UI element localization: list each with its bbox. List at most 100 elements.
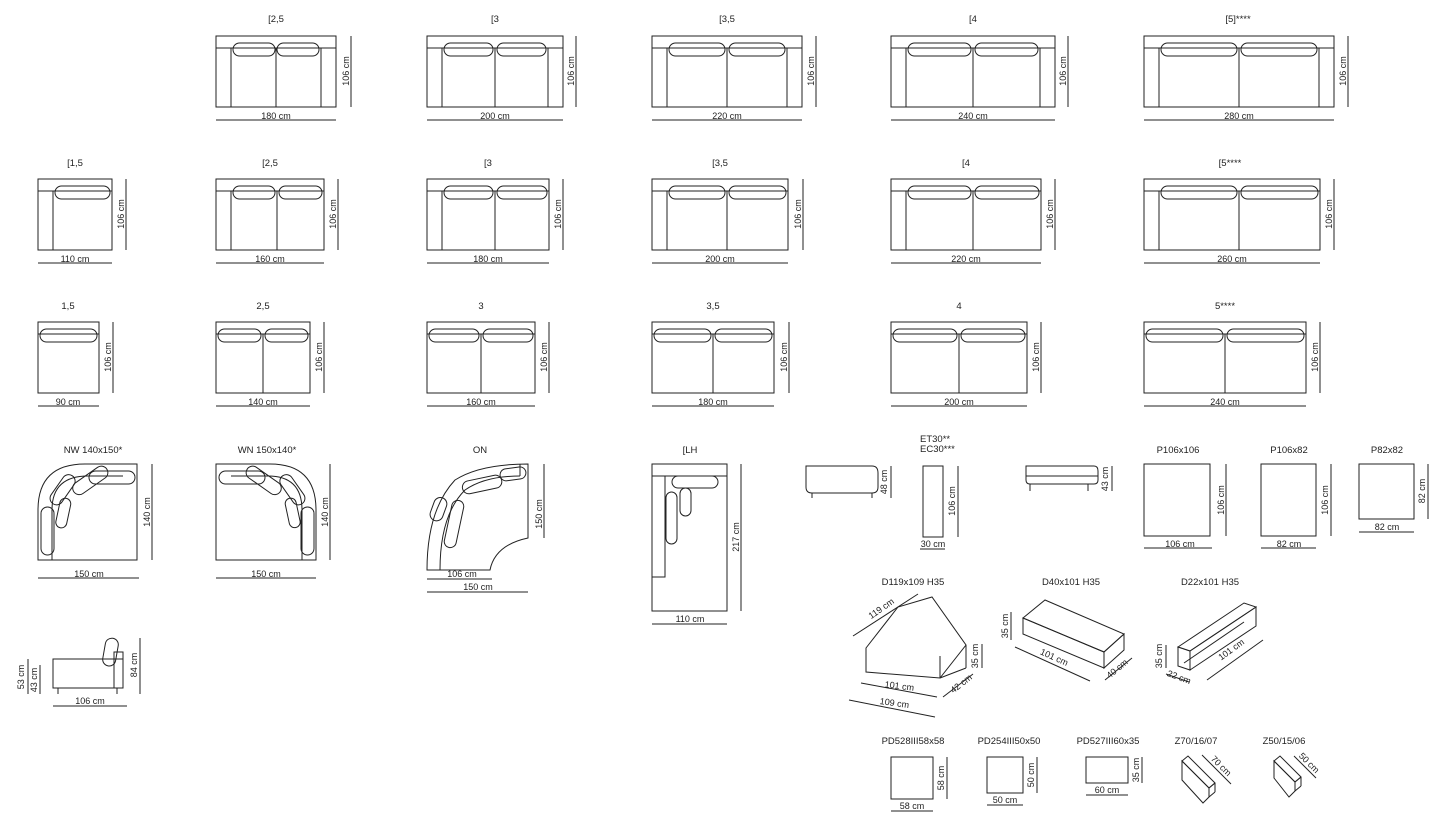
- sofa-module-3: [3 200 cm 106 cm: [426, 14, 577, 121]
- module-label: [5****: [1219, 158, 1242, 169]
- height-dimension: 43 cm: [1100, 467, 1110, 492]
- sofa-module-3-5: [3,5 220 cm 106 cm: [651, 14, 817, 121]
- sofa-module-2-5: [2,5 180 cm 106 cm: [215, 14, 352, 121]
- sofa-module-3-5-armless: 3,5 180 cm 106 cm: [651, 301, 790, 407]
- cube-pd527: PD527III60x35 60 cm 35 cm: [1077, 736, 1143, 796]
- width-dimension: 82 cm: [1277, 539, 1302, 549]
- ottoman-element: 43 cm: [1025, 465, 1113, 492]
- table-d22x101: D22x101 H35 22 cm 101 cm 35 cm: [1154, 577, 1264, 686]
- depth-dimension: 106 cm: [1324, 199, 1334, 229]
- corner-module-wn: WN 150x140* 150 cm 140 cm: [215, 445, 331, 579]
- module-label: Z70/16/07: [1175, 736, 1218, 747]
- width-dimension: 106 cm: [1165, 539, 1195, 549]
- height-dimension: 50 cm: [1026, 763, 1036, 788]
- depth-dimension: 82 cm: [1417, 479, 1427, 504]
- height-dimension: 58 cm: [936, 766, 946, 791]
- sofa-module-5-armless: 5**** 240 cm 106 cm: [1143, 301, 1321, 407]
- depth-dimension: 106 cm: [947, 486, 957, 516]
- width-dimension: 160 cm: [466, 397, 496, 407]
- table-d119x109: D119x109 H35 119 cm 101 cm 109 cm 42 cm …: [848, 577, 983, 718]
- module-label: D22x101 H35: [1181, 577, 1239, 588]
- width-dimension: 30 cm: [921, 539, 946, 549]
- width-dimension: 180 cm: [473, 254, 503, 264]
- depth-dimension: 106 cm: [779, 342, 789, 372]
- width-dimension: 200 cm: [480, 111, 510, 121]
- depth-dimension: 106 cm: [1216, 485, 1226, 515]
- module-label: P106x106: [1157, 445, 1200, 456]
- z-element-50: Z50/15/06 50 cm: [1263, 736, 1321, 798]
- width-dimension: 40 cm: [1104, 657, 1129, 680]
- depth-dimension: 106 cm: [793, 199, 803, 229]
- width-dimension: 200 cm: [705, 254, 735, 264]
- module-label: PD527III60x35: [1077, 736, 1140, 747]
- width-dimension: 150 cm: [251, 569, 281, 579]
- width-dimension: 58 cm: [900, 801, 925, 811]
- width-dimension: 240 cm: [958, 111, 988, 121]
- module-label: [3: [484, 158, 492, 169]
- module-label: PD254III50x50: [978, 736, 1041, 747]
- cube-pd528: PD528III58x58 58 cm 58 cm: [882, 736, 948, 812]
- width-dimension: 200 cm: [944, 397, 974, 407]
- module-label: [3: [491, 14, 499, 25]
- dimension-109: 109 cm: [879, 696, 910, 710]
- module-label: [2,5: [262, 158, 278, 169]
- sofa-module-4: [4 240 cm 106 cm: [890, 14, 1069, 121]
- depth-dimension: 106 cm: [1045, 199, 1055, 229]
- width-dimension: 50 cm: [993, 795, 1018, 805]
- sofa-module-1-5-armless: 1,5 90 cm 106 cm: [37, 301, 114, 407]
- width-dimension: 150 cm: [463, 582, 493, 592]
- depth-dimension: 140 cm: [320, 497, 330, 527]
- chaise-module-lh: [LH 110 cm 217 cm: [651, 445, 742, 625]
- module-label: D40x101 H35: [1042, 577, 1100, 588]
- width-dimension: 110 cm: [61, 254, 90, 264]
- module-label: [2,5: [268, 14, 284, 25]
- width-dimension: 180 cm: [261, 111, 291, 121]
- depth-dimension: 106 cm: [566, 56, 576, 86]
- module-label: P106x82: [1270, 445, 1308, 456]
- depth-dimension: 106 cm: [1310, 342, 1320, 372]
- sofa-module-3-5-left-arm: [3,5 200 cm 106 cm: [651, 158, 804, 264]
- module-label: 5****: [1215, 301, 1235, 312]
- module-label: P82x82: [1371, 445, 1403, 456]
- sofa-module-3-left-arm: [3 180 cm 106 cm: [426, 158, 564, 264]
- height-dimension: 35 cm: [1000, 614, 1010, 639]
- module-label: 2,5: [256, 301, 269, 312]
- module-label: PD528III58x58: [882, 736, 945, 747]
- sofa-module-4-left-arm: [4 220 cm 106 cm: [890, 158, 1056, 264]
- module-label: [4: [962, 158, 970, 169]
- inner-dimension: 106 cm: [447, 569, 477, 579]
- width-dimension: 140 cm: [248, 397, 278, 407]
- depth-dimension: 217 cm: [731, 522, 741, 552]
- corner-module-nw: NW 140x150* 150 cm 140 cm: [37, 445, 153, 579]
- cube-pd254: PD254III50x50 50 cm 50 cm: [978, 736, 1041, 806]
- depth-dimension: 150 cm: [534, 499, 544, 529]
- sofa-module-5-left-arm: [5**** 260 cm 106 cm: [1143, 158, 1335, 264]
- depth-dimension: 106 cm: [116, 199, 126, 229]
- height-dimension: 48 cm: [879, 470, 889, 495]
- module-label: [3,5: [712, 158, 728, 169]
- seat-height-dimension: 43 cm: [29, 668, 39, 693]
- corner-module-on: ON 106 cm 150 cm 150 cm: [426, 445, 545, 593]
- depth-dimension: 106 cm: [328, 199, 338, 229]
- z-element-70: Z70/16/07 70 cm: [1175, 736, 1233, 804]
- overall-height-dimension: 84 cm: [129, 653, 139, 678]
- ec-label: EC30***: [920, 444, 955, 455]
- depth-dimension: 106 cm: [103, 342, 113, 372]
- pouf-106x106: P106x106 106 cm 106 cm: [1143, 445, 1227, 549]
- width-dimension: 150 cm: [74, 569, 104, 579]
- module-label: 1,5: [61, 301, 74, 312]
- height-dimension: 35 cm: [1131, 758, 1141, 783]
- depth-dimension: 106 cm: [539, 342, 549, 372]
- sofa-side-view: 106 cm 53 cm 43 cm 84 cm: [16, 637, 141, 707]
- width-dimension: 240 cm: [1210, 397, 1240, 407]
- width-dimension: 280 cm: [1224, 111, 1254, 121]
- module-label: [4: [969, 14, 977, 25]
- et-label: ET30**: [920, 434, 950, 445]
- width-dimension: 60 cm: [1095, 785, 1120, 795]
- module-label: WN 150x140*: [238, 445, 297, 456]
- depth-dimension: 106 cm: [806, 56, 816, 86]
- pouf-82x82: P82x82 82 cm 82 cm: [1358, 445, 1429, 533]
- depth-dimension: 106 cm: [314, 342, 324, 372]
- sofa-module-3-armless: 3 160 cm 106 cm: [426, 301, 550, 407]
